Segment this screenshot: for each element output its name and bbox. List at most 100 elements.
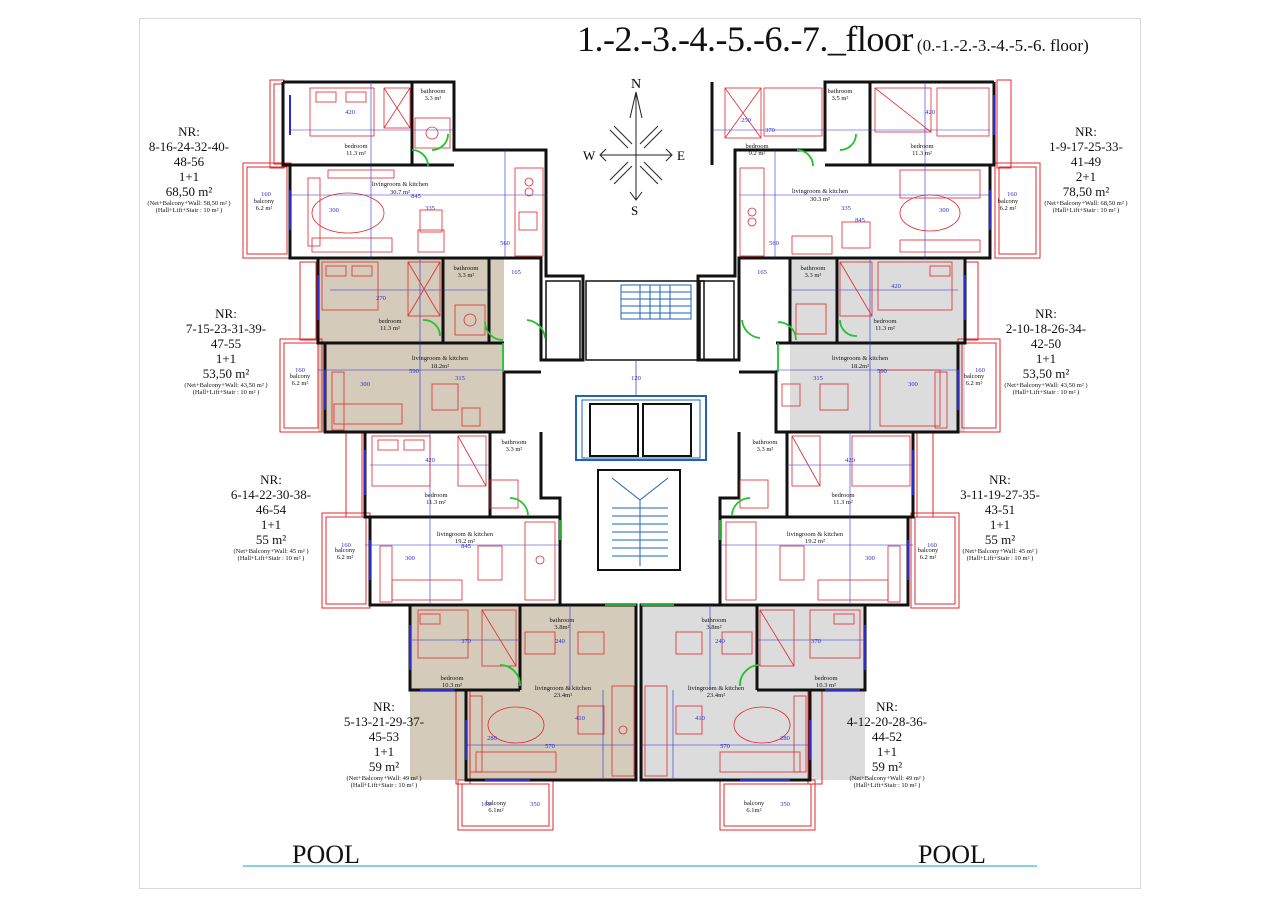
room-area: 3.8m² bbox=[706, 624, 721, 631]
unit-numbers: 3-11-19-27-35- bbox=[960, 486, 1040, 502]
room-name: livingroom & kitchen bbox=[535, 685, 592, 692]
room-name: bathroom bbox=[801, 265, 826, 272]
dim-text: 420 bbox=[925, 109, 935, 116]
dim-text: 570 bbox=[545, 743, 555, 750]
compass-south: S bbox=[631, 203, 638, 218]
room-area: 6.2 m² bbox=[966, 380, 983, 387]
dim-text: 160 bbox=[975, 367, 985, 374]
room-name: bathroom bbox=[828, 88, 853, 95]
unit-hall-area: (Hall+Lift+Stair : 10 m² ) bbox=[966, 555, 1034, 563]
unit-area: 68,50 m² bbox=[165, 183, 213, 199]
dim-text: 300 bbox=[908, 381, 918, 388]
room-area: 3.3 m² bbox=[425, 95, 442, 102]
room-area: 3.3 m² bbox=[458, 272, 475, 279]
unit-area: 53,50 m² bbox=[1022, 365, 1070, 381]
unit-area: 55 m² bbox=[984, 531, 1016, 547]
room-labels: bathroom 3.3 m² bedroom 11.3 m² livingro… bbox=[254, 88, 1019, 814]
room-name: balcony bbox=[744, 800, 765, 807]
room-name: balcony bbox=[918, 547, 939, 554]
room-name: bathroom bbox=[753, 439, 778, 446]
room-area: 3.3 m² bbox=[506, 446, 523, 453]
dim-text: 335 bbox=[841, 205, 851, 212]
dim-text: 160 bbox=[481, 801, 491, 808]
room-name: bedroom bbox=[745, 143, 768, 150]
room-area: 6.1m² bbox=[488, 807, 503, 814]
room-area: 11.3 m² bbox=[912, 150, 932, 157]
dim-text: 370 bbox=[461, 638, 471, 645]
room-area: 3.5 m² bbox=[832, 95, 849, 102]
unit-nr-heading: NR: bbox=[373, 699, 395, 714]
dim-text: 315 bbox=[813, 375, 823, 382]
room-name: bedroom bbox=[814, 675, 837, 682]
room-area: 11.3 m² bbox=[380, 325, 400, 332]
unit-nr-heading: NR: bbox=[1075, 124, 1097, 139]
dim-text: 300 bbox=[939, 207, 949, 214]
dim-text: 350 bbox=[530, 801, 540, 808]
dim-text: 560 bbox=[769, 240, 779, 247]
dim-text: 315 bbox=[455, 375, 465, 382]
room-area: 19.2 m² bbox=[455, 538, 475, 545]
unit-net-area: (Net+Balcony+Wall: 68,50 m² ) bbox=[1044, 199, 1128, 207]
compass-north: N bbox=[631, 77, 641, 92]
dim-text: 560 bbox=[500, 240, 510, 247]
room-name: livingroom & kitchen bbox=[437, 531, 494, 538]
unit-hall-area: (Hall+Lift+Stair : 10 m² ) bbox=[1052, 207, 1120, 215]
unit-label: NR: 5-13-21-29-37- 45-53 1+1 59 m² (Net+… bbox=[314, 699, 454, 790]
room-name: bedroom bbox=[440, 675, 463, 682]
dim-text: 590 bbox=[409, 368, 419, 375]
unit-area: 78,50 m² bbox=[1062, 183, 1110, 199]
dim-text: 410 bbox=[575, 715, 585, 722]
unit-shade-7-15 bbox=[318, 258, 504, 432]
unit-area: 59 m² bbox=[871, 758, 903, 774]
unit-type: 1+1 bbox=[260, 516, 282, 532]
unit-numbers: 6-14-22-30-38- bbox=[230, 486, 312, 502]
room-name: balcony bbox=[486, 800, 507, 807]
room-name: balcony bbox=[335, 547, 356, 554]
unit-hall-area: (Hall+Lift+Stair : 10 m² ) bbox=[350, 782, 418, 790]
room-area: 30.7 m² bbox=[390, 189, 410, 196]
room-name: bathroom bbox=[454, 265, 479, 272]
door-swings bbox=[411, 133, 858, 687]
room-name: livingroom & kitchen bbox=[372, 181, 429, 188]
unit-net-area: (Net+Balcony+Wall: 43,50 m² ) bbox=[1004, 381, 1088, 389]
unit-numbers: 44-52 bbox=[871, 728, 903, 744]
dim-text: 845 bbox=[461, 543, 471, 550]
room-name: livingroom & kitchen bbox=[792, 188, 849, 195]
dim-text: 570 bbox=[720, 743, 730, 750]
unit-label: NR: 1-9-17-25-33- 41-49 2+1 78,50 m² (Ne… bbox=[1016, 124, 1156, 215]
unit-type: 2+1 bbox=[1075, 168, 1097, 184]
unit-numbers: 43-51 bbox=[984, 501, 1016, 517]
room-name: bedroom bbox=[910, 143, 933, 150]
dim-text: 250 bbox=[741, 117, 751, 124]
unit-numbers: 47-55 bbox=[210, 335, 242, 351]
room-name: bedroom bbox=[873, 318, 896, 325]
unit-numbers: 8-16-24-32-40- bbox=[148, 138, 230, 154]
room-area: 3.3 m² bbox=[757, 446, 774, 453]
unit-area: 59 m² bbox=[368, 758, 400, 774]
room-name: balcony bbox=[964, 373, 985, 380]
room-area: 11.3 m² bbox=[426, 499, 446, 506]
room-area: 23.4m² bbox=[707, 692, 725, 699]
unit-type: 1+1 bbox=[989, 516, 1011, 532]
dim-text: 845 bbox=[411, 193, 421, 200]
unit-hall-area: (Hall+Lift+Stair : 10 m² ) bbox=[237, 555, 305, 563]
room-area: 3.8m² bbox=[554, 624, 569, 631]
plan-title: 1.-2.-3.-4.-5.-6.-7._floor(0.-1.-2.-3.-4… bbox=[577, 18, 1089, 60]
compass-west: W bbox=[583, 148, 596, 163]
dim-text: 300 bbox=[360, 381, 370, 388]
unit-numbers: 46-54 bbox=[255, 501, 287, 517]
unit-label: NR: 4-12-20-28-36- 44-52 1+1 59 m² (Net+… bbox=[817, 699, 957, 790]
room-name: balcony bbox=[290, 373, 311, 380]
room-name: bedroom bbox=[831, 492, 854, 499]
unit-type: 1+1 bbox=[215, 350, 237, 366]
dim-text: 590 bbox=[877, 368, 887, 375]
unit-hall-area: (Hall+Lift+Stair : 10 m² ) bbox=[853, 782, 921, 790]
unit-shade-4-12 bbox=[641, 605, 865, 780]
dim-text: 165 bbox=[757, 269, 767, 276]
unit-label: NR: 3-11-19-27-35- 43-51 1+1 55 m² (Net+… bbox=[930, 472, 1070, 563]
unit-numbers: 42-50 bbox=[1030, 335, 1062, 351]
pool-label-right: POOL bbox=[918, 840, 986, 869]
dim-text: 240 bbox=[555, 638, 565, 645]
room-area: 10.3 m² bbox=[816, 682, 836, 689]
unit-label: NR: 2-10-18-26-34- 42-50 1+1 53,50 m² (N… bbox=[976, 306, 1116, 397]
